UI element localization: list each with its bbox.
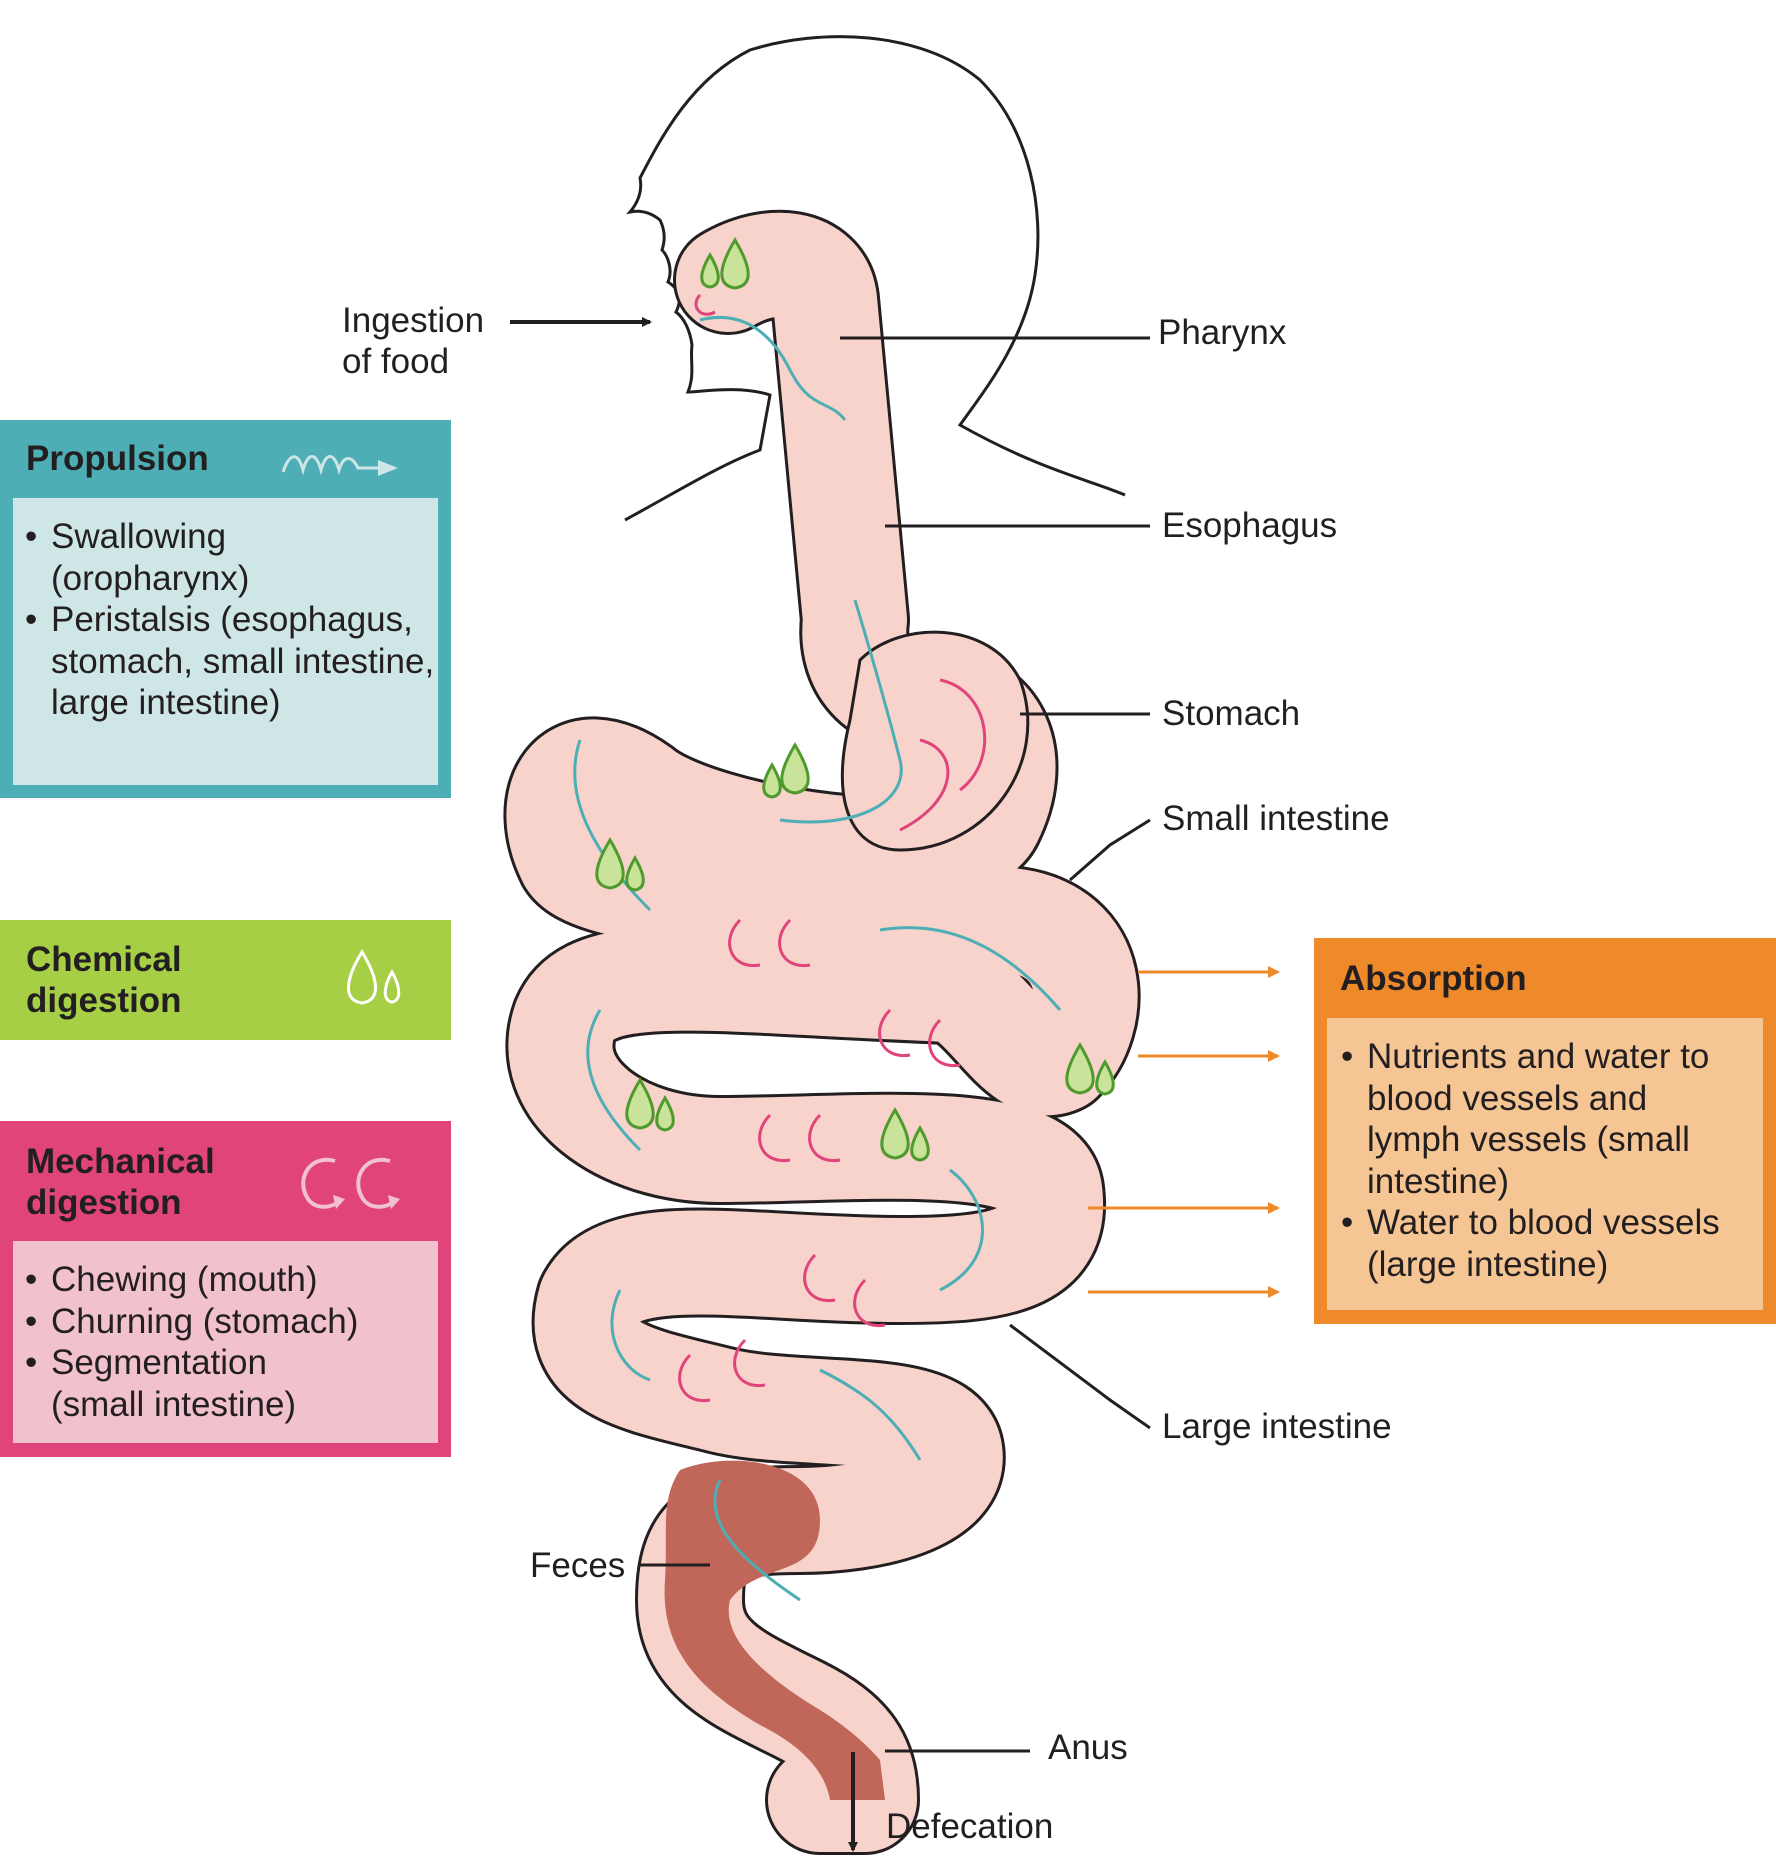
enzyme-drops-icon <box>347 949 401 1005</box>
mechanical-digestion-box: Mechanical digestion Chewing (mouth) Chu… <box>0 1121 451 1457</box>
propulsion-item: Peristalsis (esophagus, stomach, small i… <box>25 599 446 724</box>
feces-region <box>664 1460 885 1800</box>
tract-lumen <box>506 212 1138 1852</box>
chemical-title: Chemical digestion <box>26 940 182 1020</box>
large-intestine-label: Large intestine <box>1162 1407 1392 1446</box>
mechanical-item: Segmentation (small intestine) <box>25 1342 331 1425</box>
stomach-label: Stomach <box>1162 694 1301 733</box>
enzyme-drops <box>595 237 1115 1162</box>
small-intestine-label: Small intestine <box>1162 799 1390 838</box>
absorption-item: Water to blood vessels (large intestine) <box>1341 1202 1767 1285</box>
stomach <box>840 630 1030 852</box>
propulsion-arrows <box>573 315 1062 1602</box>
propulsion-box: Propulsion Swallowing (oropharynx) Peris… <box>0 420 451 798</box>
propulsion-item: Swallowing (oropharynx) <box>25 516 291 599</box>
defecation-label: Defecation <box>886 1807 1054 1846</box>
mechanical-item: Churning (stomach) <box>25 1301 438 1343</box>
head-outline <box>624 35 1126 522</box>
wave-arrow-icon <box>281 455 398 476</box>
anus-label: Anus <box>1048 1728 1128 1767</box>
chemical-digestion-box: Chemical digestion <box>0 920 451 1040</box>
churning-arrows <box>678 293 987 1402</box>
pharynx-label: Pharynx <box>1158 313 1287 352</box>
absorption-title: Absorption <box>1340 959 1527 998</box>
esophagus-label: Esophagus <box>1162 506 1338 545</box>
propulsion-list: Swallowing (oropharynx) Peristalsis (eso… <box>25 516 438 724</box>
absorption-arrows <box>1088 966 1280 1298</box>
propulsion-list-panel: Swallowing (oropharynx) Peristalsis (eso… <box>13 498 438 785</box>
absorption-box: Absorption Nutrients and water to blood … <box>1314 938 1776 1324</box>
churning-arrows-icon <box>301 1157 400 1209</box>
ingestion-label: Ingestion of food <box>342 301 485 381</box>
absorption-list-panel: Nutrients and water to blood vessels and… <box>1327 1018 1763 1310</box>
leader-lines <box>638 336 1151 1753</box>
mechanical-item: Chewing (mouth) <box>25 1259 438 1301</box>
propulsion-title: Propulsion <box>26 439 209 478</box>
feces-label: Feces <box>530 1546 626 1585</box>
mechanical-list-panel: Chewing (mouth) Churning (stomach) Segme… <box>13 1241 438 1443</box>
mechanical-list: Chewing (mouth) Churning (stomach) Segme… <box>25 1259 438 1425</box>
absorption-list: Nutrients and water to blood vessels and… <box>1341 1036 1763 1285</box>
absorption-item: Nutrients and water to blood vessels and… <box>1341 1036 1737 1202</box>
mechanical-title: Mechanical digestion <box>26 1142 215 1222</box>
